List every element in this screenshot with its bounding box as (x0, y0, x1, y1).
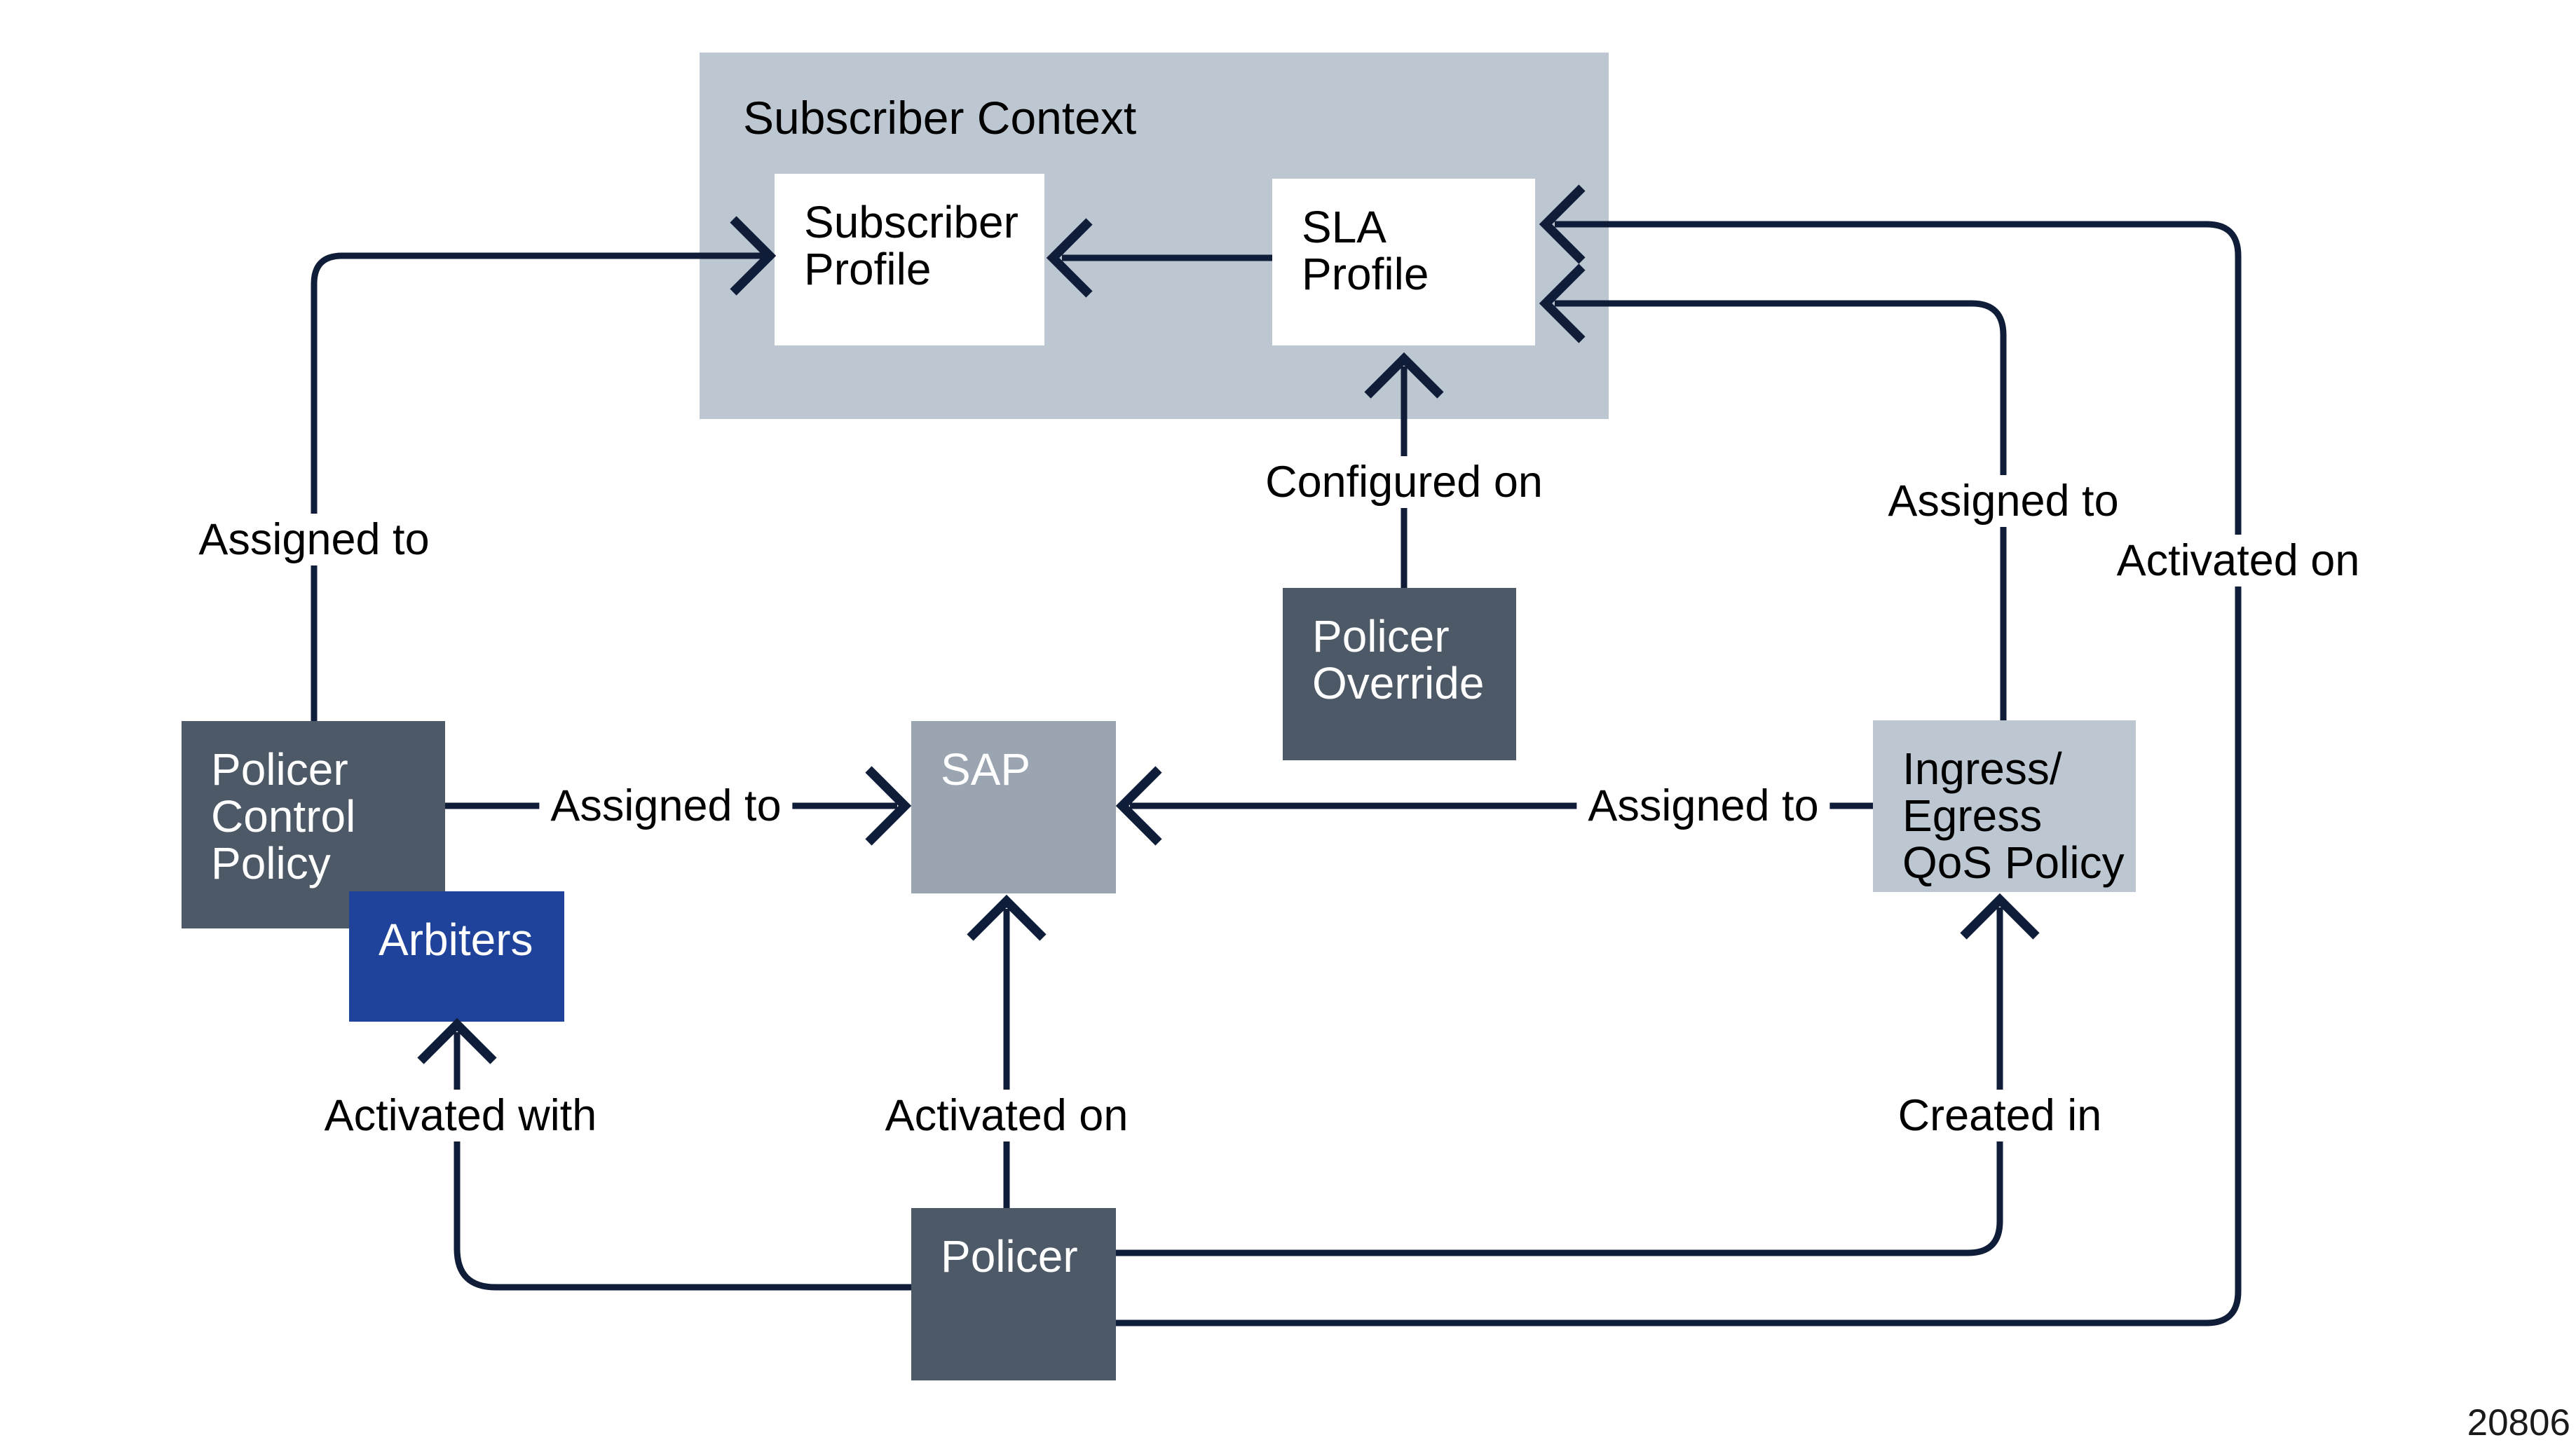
edge-policer-to-arbiters (454, 1032, 911, 1291)
arrowhead-into-sap-right (1115, 766, 1162, 846)
sap-node: SAP (911, 721, 1116, 893)
arbiters-label: Arbiters (379, 914, 533, 965)
edge-label-activated-on-sla: Activated on (2105, 535, 2371, 587)
arrowhead-into-subscriber-profile-left (730, 216, 777, 296)
edge-policer-to-sla-activated-on (1116, 221, 2242, 1326)
arrowhead-into-sla-right-lower (1539, 263, 1586, 343)
arrowhead-into-sap-bottom (967, 894, 1047, 941)
arrowhead-into-subscriber-profile-right (1046, 218, 1093, 298)
arbiters-node: Arbiters (349, 891, 564, 1022)
figure-number: 20806 (2467, 1402, 2570, 1443)
edge-policer-to-ingress (1116, 907, 2003, 1256)
arrowhead-into-sla-right-upper (1539, 184, 1586, 264)
edge-label-assigned-to-subscriber-profile: Assigned to (187, 514, 441, 565)
subscriber-context-title: Subscriber Context (743, 92, 1137, 144)
arrowhead-into-sla-bottom (1364, 352, 1444, 399)
edge-label-assigned-to-sap-right: Assigned to (1576, 780, 1830, 832)
edge-label-activated-on-sap: Activated on (873, 1090, 1140, 1141)
edge-label-assigned-to-sap-left: Assigned to (539, 780, 793, 832)
edge-label-assigned-to-sla: Assigned to (1876, 475, 2130, 527)
policer-node: Policer (911, 1208, 1116, 1380)
arrowhead-into-arbiters-bottom (417, 1017, 497, 1064)
edge-label-activated-with: Activated with (313, 1090, 608, 1141)
edge-ingress-to-sla (1555, 300, 2007, 720)
policer-label: Policer (941, 1231, 1078, 1282)
arrowhead-into-ingress-bottom (1960, 893, 2040, 940)
sap-label: SAP (941, 744, 1031, 795)
arrowhead-into-sap-left (865, 766, 912, 846)
edge-label-configured-on: Configured on (1254, 456, 1554, 508)
edge-pcp-to-subscriber-profile (311, 252, 764, 721)
edge-label-created-in: Created in (1886, 1090, 2113, 1141)
